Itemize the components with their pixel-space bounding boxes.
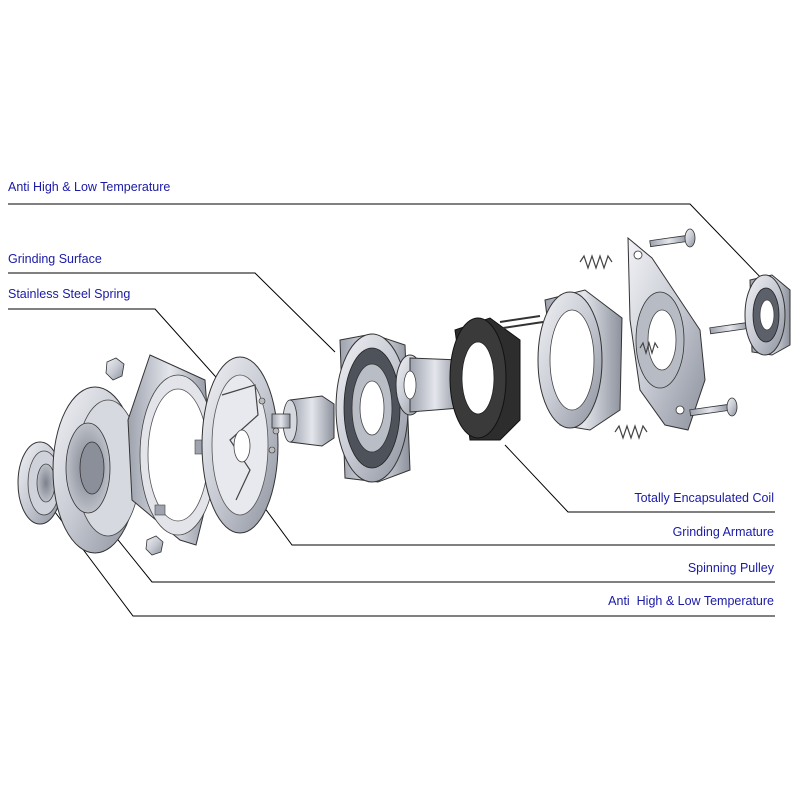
mounting-bracket-icon: [627, 236, 706, 431]
bearing-right-icon: [744, 274, 791, 356]
leader-spinning-pulley: [101, 519, 775, 583]
label-grinding-armature: Grinding Armature: [672, 525, 774, 539]
hub-shaft-icon: [395, 354, 461, 416]
coil-icon: [449, 315, 544, 441]
leader-grinding-surface: [8, 272, 336, 353]
compression-spring-icon: [579, 254, 659, 440]
shaft-pin-icon: [271, 395, 335, 447]
label-grinding-surface: Grinding Surface: [8, 252, 102, 266]
bolt-icon: [649, 228, 751, 417]
label-encapsulated-coil: Totally Encapsulated Coil: [634, 491, 774, 505]
housing-ring-icon: [537, 289, 623, 431]
leader-stainless-spring: [8, 308, 233, 396]
main-bearing-icon: [335, 333, 411, 483]
label-spinning-pulley: Spinning Pulley: [687, 561, 774, 575]
label-stainless-spring: Stainless Steel Spring: [8, 287, 131, 301]
label-anti-temp-bottom: Anti High & Low Temperature: [608, 594, 774, 608]
bearing-left-icon: [17, 441, 63, 525]
armature-plate-icon: [201, 356, 280, 534]
leader-encapsulated-coil: [504, 444, 775, 513]
spring-plate-icon: [127, 354, 217, 546]
leader-anti-temp-top: [8, 203, 766, 283]
label-anti-temp-top: Anti High & Low Temperature: [8, 180, 171, 194]
pulley-icon: [52, 386, 141, 554]
